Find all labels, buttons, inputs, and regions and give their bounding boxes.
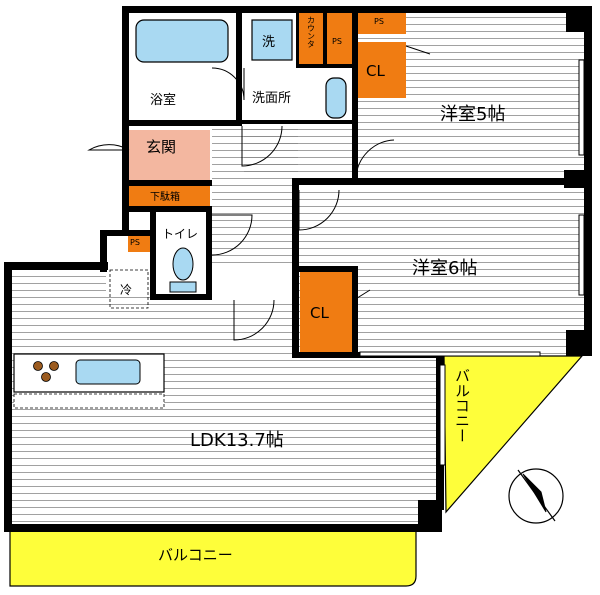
western6-label: 洋室6帖	[412, 258, 477, 279]
doors	[87, 45, 431, 341]
counter-block	[298, 12, 323, 66]
ps-top2-block	[356, 12, 406, 34]
stove-burner-icon-2	[49, 361, 59, 371]
washroom-label: 洗面所	[252, 91, 291, 106]
windows	[359, 59, 585, 466]
bath-label: 浴室	[150, 92, 176, 108]
toilet-label: トイレ	[162, 227, 198, 241]
cl2-block	[300, 272, 354, 352]
ps-top1-block	[327, 12, 352, 66]
wash-basin	[325, 77, 347, 119]
shoe-label: 下駄箱	[150, 190, 180, 203]
kitchen-shelf	[13, 393, 165, 409]
balcony-bottom-label: バルコニー	[158, 546, 233, 564]
stove-burner-icon	[33, 361, 43, 371]
ps-top2-label: PS	[374, 17, 384, 26]
entrance-label: 玄関	[146, 138, 176, 156]
shoe-block	[128, 186, 210, 206]
ldk-floor	[12, 268, 440, 525]
counter-label: カウンタ	[307, 16, 316, 48]
hallway-floor-2	[244, 125, 356, 177]
toilet-bowl	[172, 247, 194, 281]
entrance-floor	[128, 130, 210, 180]
toilet-tank	[169, 281, 197, 293]
cl2-label: CL	[310, 304, 329, 322]
fridge-label: 冷	[120, 283, 132, 297]
compass-icon	[508, 468, 564, 524]
cl1-label: CL	[366, 62, 385, 80]
washer-pan	[251, 19, 293, 61]
ps-entry-label: PS	[130, 238, 140, 247]
kitchen-sink	[75, 359, 141, 385]
cl1-block	[356, 42, 406, 98]
western5-label: 洋室5帖	[440, 104, 505, 125]
storage-blocks	[128, 12, 406, 352]
washer-label: 洗	[262, 35, 275, 50]
bathtub	[135, 19, 229, 63]
stove-burner-icon-3	[41, 372, 51, 382]
fridge-area	[109, 269, 149, 309]
balcony-right-label: バルコニー	[453, 368, 471, 443]
balcony-bottom-shape	[9, 529, 417, 587]
ldk-label: LDK13.7帖	[190, 430, 284, 451]
ps-top1-label: PS	[332, 37, 342, 46]
